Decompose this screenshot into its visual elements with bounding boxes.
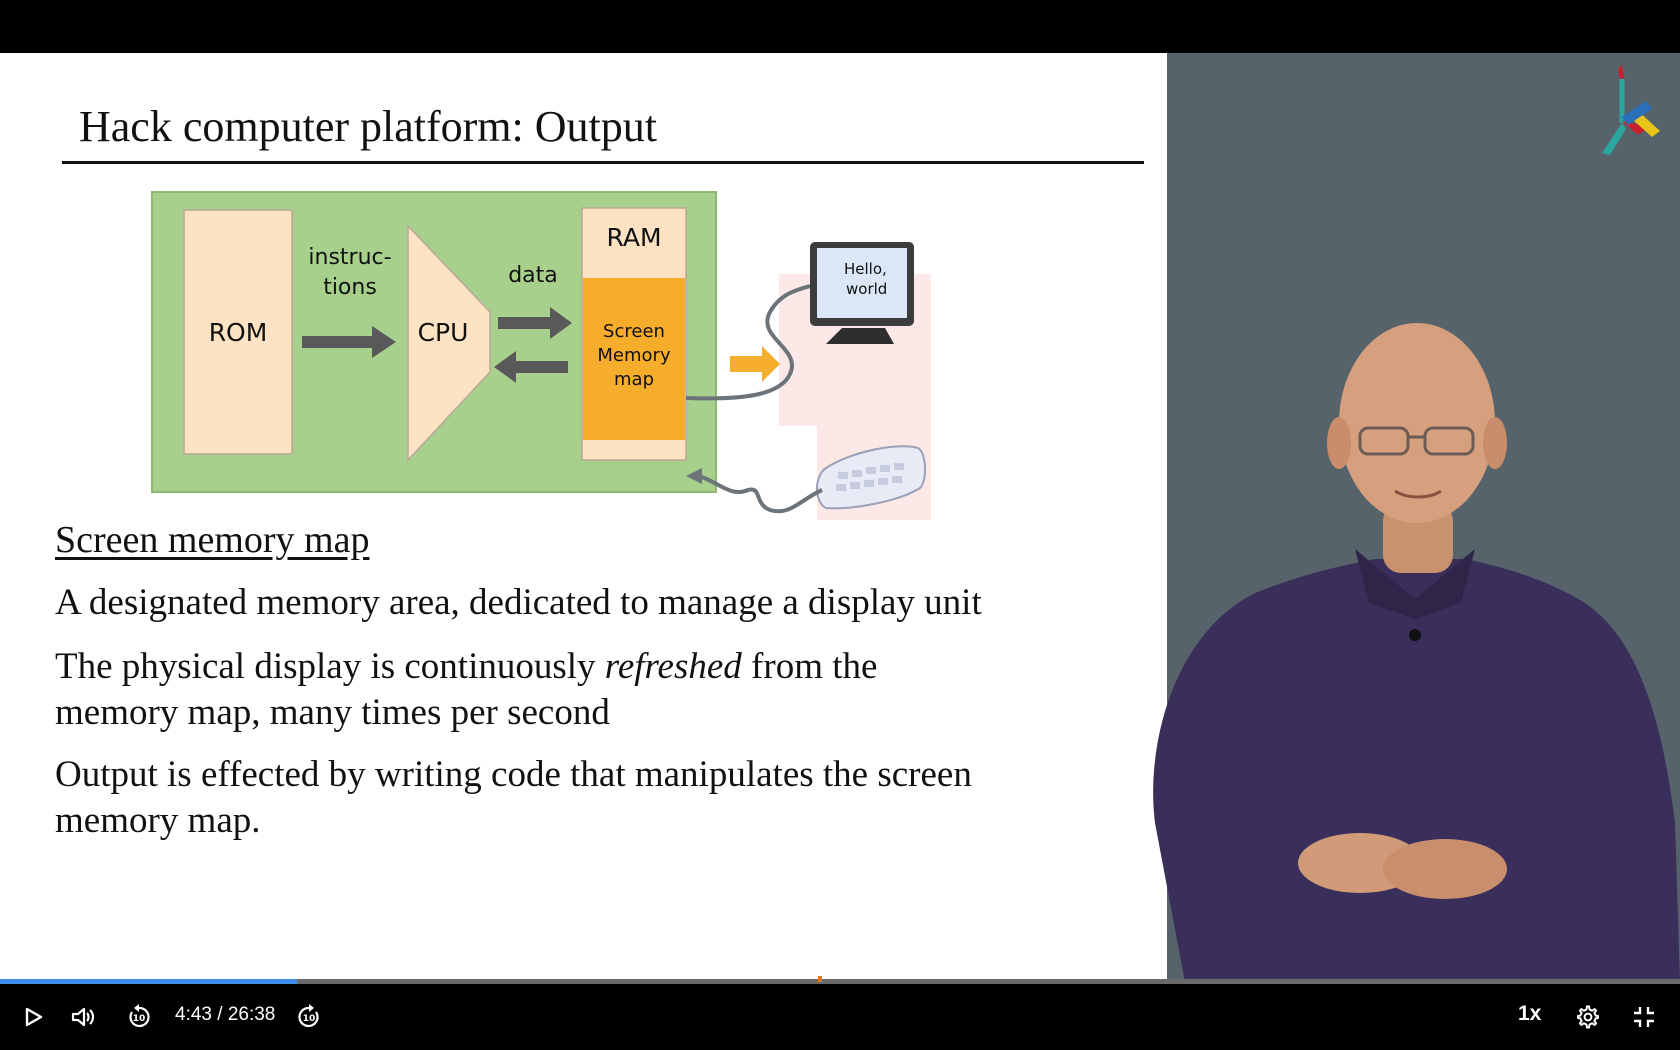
course-logo (1602, 65, 1660, 155)
rewind-10-button[interactable]: 10 (122, 1000, 156, 1034)
paragraph-3: Output is effected by writing code that … (55, 752, 1145, 844)
ram-label: RAM (606, 223, 661, 252)
output-arrow (730, 346, 780, 382)
monitor-cable (685, 284, 811, 401)
lecturer-head (1339, 323, 1495, 523)
lecturer-mouth (1394, 489, 1442, 499)
keyboard-cable-arrowhead (686, 468, 702, 484)
para3-text-b: memory map. (55, 800, 261, 841)
para2-emphasis: refreshed (604, 646, 742, 687)
playback-speed-button[interactable]: 1x (1518, 1002, 1542, 1025)
cpu-label: CPU (418, 318, 469, 347)
keyboard-keys (836, 463, 904, 491)
lecturer-glasses-right (1423, 426, 1475, 456)
exit-fullscreen-icon (1634, 1007, 1654, 1027)
rewind-10-label: 10 (133, 1014, 146, 1024)
instructions-arrow (302, 326, 396, 358)
current-time: 4:43 (175, 1004, 212, 1025)
keyboard-cable (697, 474, 823, 514)
instructions-label-2: tions (323, 275, 377, 300)
progress-bar[interactable] (0, 979, 1680, 984)
video-frame[interactable]: Hack computer platform: Output ROM instr… (0, 53, 1680, 982)
rewind-10-icon: 10 (129, 1004, 150, 1028)
monitor-stand (826, 328, 894, 344)
para2-text-a: The physical display is continuously (55, 646, 605, 687)
lecturer-arm-left (1178, 733, 1325, 883)
progress-fill (0, 979, 298, 984)
data-arrow-right (498, 307, 572, 339)
fullscreen-button[interactable] (1627, 1000, 1661, 1034)
lecturer-ear-right (1483, 417, 1507, 469)
paragraph-2: The physical display is continuously ref… (55, 644, 1145, 736)
forward-10-icon: 10 (298, 1004, 319, 1028)
para2-text-b: from the (741, 646, 878, 687)
lecturer-figure (1153, 323, 1680, 982)
gear-icon (1577, 1005, 1599, 1029)
volume-button[interactable] (66, 1000, 100, 1034)
paragraph-1: A designated memory area, dedicated to m… (55, 582, 982, 623)
data-label: data (508, 263, 558, 288)
play-button[interactable] (16, 1000, 50, 1034)
lecturer-arm-right (1505, 733, 1652, 883)
screen-memory-line3: map (614, 369, 654, 390)
lecture-slide: Hack computer platform: Output ROM instr… (0, 53, 1167, 982)
time-display: 4:43 / 26:38 (175, 1004, 275, 1026)
lecturer-hand-right (1383, 839, 1507, 899)
slide-title: Hack computer platform: Output (79, 102, 657, 151)
play-icon (25, 1007, 43, 1027)
cpu-block (407, 224, 491, 462)
forward-10-button[interactable]: 10 (292, 1000, 326, 1034)
instructions-label-1: instruc- (308, 245, 391, 270)
screen-memory-line2: Memory (597, 345, 671, 366)
time-separator: / (211, 1004, 228, 1025)
keyboard (816, 445, 926, 510)
para2-text-c: memory map, many times per second (55, 692, 610, 733)
lecturer-glasses-left (1358, 426, 1410, 456)
rom-label: ROM (209, 318, 268, 347)
hack-platform-diagram: ROM instruc- tions CPU data RAM Screen M… (151, 191, 931, 520)
title-rule (62, 161, 1144, 164)
screen-memory-line1: Screen (603, 321, 665, 342)
volume-icon (71, 1007, 95, 1027)
player-controls: 10 4:43 / 26:38 10 1x (0, 976, 1680, 1050)
para3-text-a: Output is effected by writing code that … (55, 754, 972, 795)
lecturer-collar (1355, 549, 1475, 619)
data-arrow-left (494, 351, 568, 383)
chapter-marker[interactable] (818, 976, 822, 982)
rom-block (183, 209, 293, 455)
settings-button[interactable] (1571, 1000, 1605, 1034)
screen-memory-map-block (583, 278, 685, 440)
monitor-screen (817, 248, 907, 318)
lapel-mic (1409, 629, 1421, 641)
top-black-bar (0, 0, 1680, 53)
duration: 26:38 (227, 1004, 276, 1025)
monitor-text-1: Hello, (844, 260, 887, 278)
forward-10-label: 10 (303, 1014, 316, 1024)
lecturer-ear-left (1327, 417, 1351, 469)
monitor-text-2: world (846, 280, 887, 298)
section-heading: Screen memory map (55, 519, 370, 561)
